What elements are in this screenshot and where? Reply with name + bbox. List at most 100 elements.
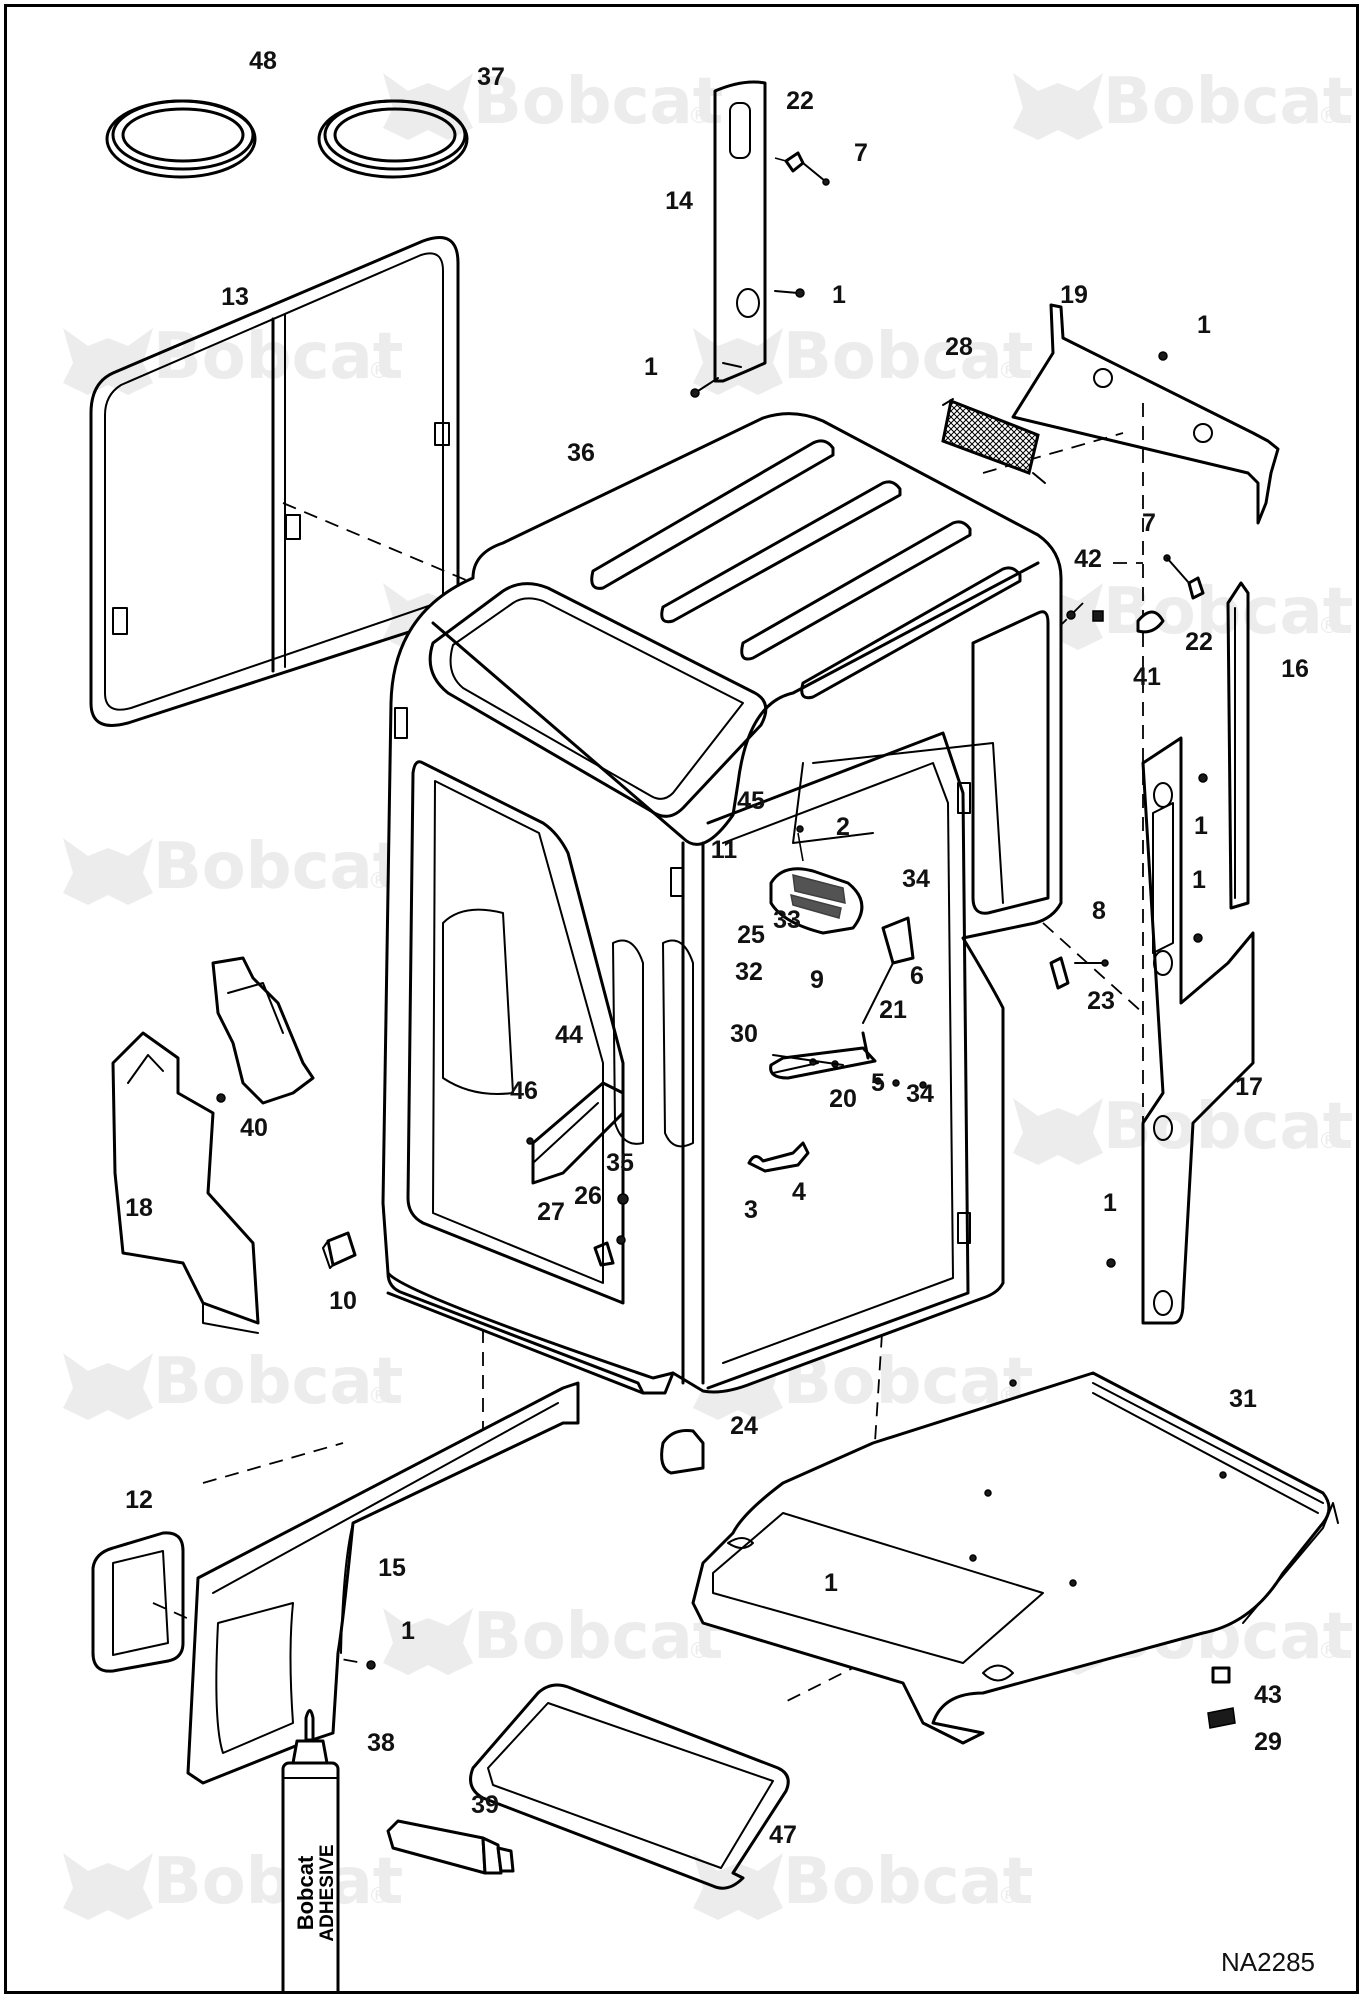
screws <box>366 288 1208 1670</box>
part-label-18: 18 <box>125 1194 153 1222</box>
right-hardware <box>1049 554 1205 990</box>
part-label-1: 1 <box>1194 812 1208 840</box>
watermark-registered-symbol: ® <box>1318 104 1340 129</box>
part-label-9: 9 <box>810 966 824 994</box>
part-label-5: 5 <box>871 1069 885 1097</box>
part-label-36: 36 <box>567 439 595 467</box>
part-label-28: 28 <box>945 333 973 361</box>
watermark-text: Bobcat <box>1103 1090 1353 1164</box>
watermark-registered-symbol: ® <box>1318 1129 1340 1154</box>
adhesive-tube-38: Bobcat ADHESIVE <box>281 1709 340 1991</box>
part-label-23: 23 <box>1087 987 1115 1015</box>
watermark-text: Bobcat <box>473 65 723 139</box>
watermark-text: Bobcat <box>783 1845 1033 1919</box>
watermark-logo-icon <box>1013 1098 1103 1165</box>
watermark-logo-icon <box>383 1608 473 1675</box>
part-label-44: 44 <box>555 1021 583 1049</box>
watermark-text: Bobcat <box>783 320 1033 394</box>
hose-37 <box>317 99 469 179</box>
part-label-15: 15 <box>378 1554 406 1582</box>
part-label-4: 4 <box>792 1178 806 1206</box>
watermark-text: Bobcat <box>153 320 403 394</box>
watermark-registered-symbol: ® <box>998 1884 1020 1909</box>
tube-brand: Bobcat <box>293 1855 318 1930</box>
part-label-38: 38 <box>367 1729 395 1757</box>
tube-39 <box>386 1819 515 1875</box>
pillar-trim-14 <box>713 80 767 383</box>
part-label-27: 27 <box>537 1198 565 1226</box>
part-label-1: 1 <box>1197 311 1211 339</box>
part-label-8: 8 <box>1092 897 1106 925</box>
part-label-43: 43 <box>1254 1681 1282 1709</box>
part-label-2: 2 <box>836 813 850 841</box>
part-label-41: 41 <box>1133 663 1161 691</box>
watermark-logo-icon <box>63 838 153 905</box>
watermark-text: Bobcat <box>1103 65 1353 139</box>
part-label-14: 14 <box>665 187 693 215</box>
part-label-11: 11 <box>711 836 738 864</box>
part-label-10: 10 <box>329 1287 357 1315</box>
window-seal-47 <box>469 1683 790 1890</box>
exploded-parts-diagram: Bobcat®Bobcat®Bobcat®Bobcat®Bobcat®Bobca… <box>63 47 1353 1991</box>
strip-44 <box>531 1081 625 1185</box>
trim-40 <box>211 956 315 1105</box>
part-label-22: 22 <box>1185 628 1213 656</box>
part-label-1: 1 <box>644 353 658 381</box>
part-label-13: 13 <box>221 283 249 311</box>
pad-24 <box>660 1429 705 1475</box>
watermark-logo-icon <box>1013 73 1103 140</box>
part-label-7: 7 <box>1142 509 1156 537</box>
part-label-1: 1 <box>401 1617 415 1645</box>
watermark-logo-icon <box>693 1853 783 1920</box>
watermark-text: Bobcat <box>153 830 403 904</box>
part-label-6: 6 <box>910 962 924 990</box>
pin-46 <box>526 1137 534 1145</box>
watermark-registered-symbol: ® <box>1318 614 1340 639</box>
watermark-registered-symbol: ® <box>998 359 1020 384</box>
part-label-1: 1 <box>824 1569 838 1597</box>
part-label-1: 1 <box>1192 866 1206 894</box>
hose-48 <box>105 99 257 179</box>
part-label-45: 45 <box>737 787 765 815</box>
part-label-24: 24 <box>730 1412 758 1440</box>
part-label-33: 33 <box>773 906 801 934</box>
part-label-48: 48 <box>249 47 277 75</box>
part-label-20: 20 <box>829 1085 857 1113</box>
floor-mat-31 <box>691 1371 1339 1745</box>
part-label-22: 22 <box>786 87 814 115</box>
part-label-34: 34 <box>906 1080 934 1108</box>
rear-trim-19 <box>1011 303 1280 525</box>
part-label-31: 31 <box>1229 1385 1257 1413</box>
watermark-logo-icon <box>63 328 153 395</box>
part-label-16: 16 <box>1281 655 1309 683</box>
watermark-registered-symbol: ® <box>368 869 390 894</box>
part-label-46: 46 <box>510 1077 538 1105</box>
part-label-21: 21 <box>879 996 907 1024</box>
watermark-text: Bobcat <box>473 1600 723 1674</box>
part-label-35: 35 <box>606 1149 634 1177</box>
watermark-registered-symbol: ® <box>368 1884 390 1909</box>
side-panel-15 <box>186 1381 580 1785</box>
latch-assembly <box>593 916 927 1267</box>
part-label-1: 1 <box>832 281 846 309</box>
part-label-25: 25 <box>737 921 765 949</box>
part-label-1: 1 <box>1103 1189 1117 1217</box>
tube-text: ADHESIVE <box>317 1844 338 1941</box>
watermark-registered-symbol: ® <box>1318 1639 1340 1664</box>
grille-28 <box>941 398 1046 484</box>
part-label-32: 32 <box>735 958 763 986</box>
trim-16 <box>1226 581 1250 910</box>
part-label-42: 42 <box>1074 545 1102 573</box>
nut-43-29 <box>1207 1666 1236 1729</box>
diagram-frame: Bobcat®Bobcat®Bobcat®Bobcat®Bobcat®Bobca… <box>4 4 1359 1994</box>
part-label-7: 7 <box>854 139 868 167</box>
watermark-logo-icon <box>63 1353 153 1420</box>
watermark-text: Bobcat <box>153 1845 403 1919</box>
part-label-19: 19 <box>1060 281 1088 309</box>
watermark-registered-symbol: ® <box>368 359 390 384</box>
part-label-30: 30 <box>730 1020 758 1048</box>
watermark-registered-symbol: ® <box>368 1384 390 1409</box>
part-label-17: 17 <box>1235 1073 1263 1101</box>
part-label-26: 26 <box>574 1182 602 1210</box>
